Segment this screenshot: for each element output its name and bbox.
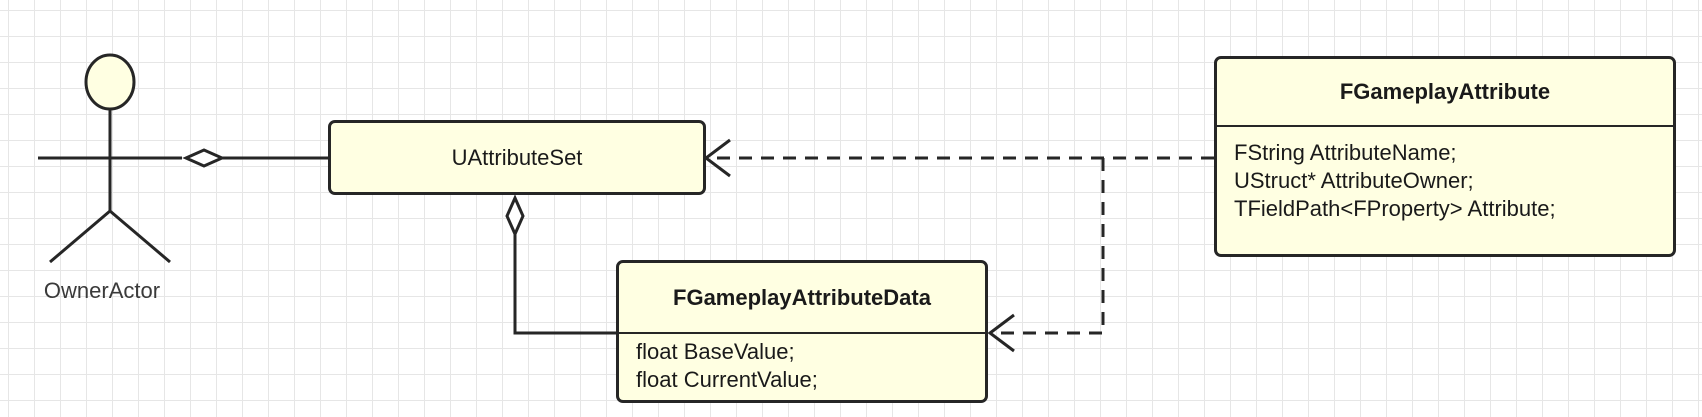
aggregation-diamond [505,194,525,238]
aggregation-attributeset-data [505,194,618,335]
fgameplayattributedata-node[interactable]: FGameplayAttributeData float BaseValue; … [616,260,988,403]
dependency-to-attributedata-arrowhead [987,313,1015,353]
aggregation-actor-attributeset [182,148,330,168]
actor-head [84,53,136,111]
actor-right-leg [109,209,171,264]
field-base-value: float BaseValue; [636,339,795,364]
dependency-to-attributeset-arrowhead [703,138,731,178]
field-attribute-owner: UStruct* AttributeOwner; [1234,168,1474,193]
fgameplayattributedata-fields: float BaseValue; float CurrentValue; [619,334,985,394]
field-attribute: TFieldPath<FProperty> Attribute; [1234,196,1556,221]
owner-actor-label: OwnerActor [43,278,161,303]
fgameplayattribute-fields: FString AttributeName; UStruct* Attribut… [1217,127,1673,223]
aggregation-diamond [182,148,226,168]
fgameplayattributedata-header: FGameplayAttributeData [619,263,985,334]
uattributeset-node[interactable]: UAttributeSet [328,120,706,195]
fgameplayattribute-header: FGameplayAttribute [1217,59,1673,127]
field-current-value: float CurrentValue; [636,367,818,392]
actor-left-leg [49,209,111,264]
owner-actor-figure[interactable] [38,53,182,264]
fgameplayattribute-node[interactable]: FGameplayAttribute FString AttributeName… [1214,56,1676,257]
dependency-to-attributedata [990,158,1105,335]
field-attribute-name: FString AttributeName; [1234,140,1457,165]
dependency-edges [703,138,1214,353]
uattributeset-name: UAttributeSet [451,144,583,170]
